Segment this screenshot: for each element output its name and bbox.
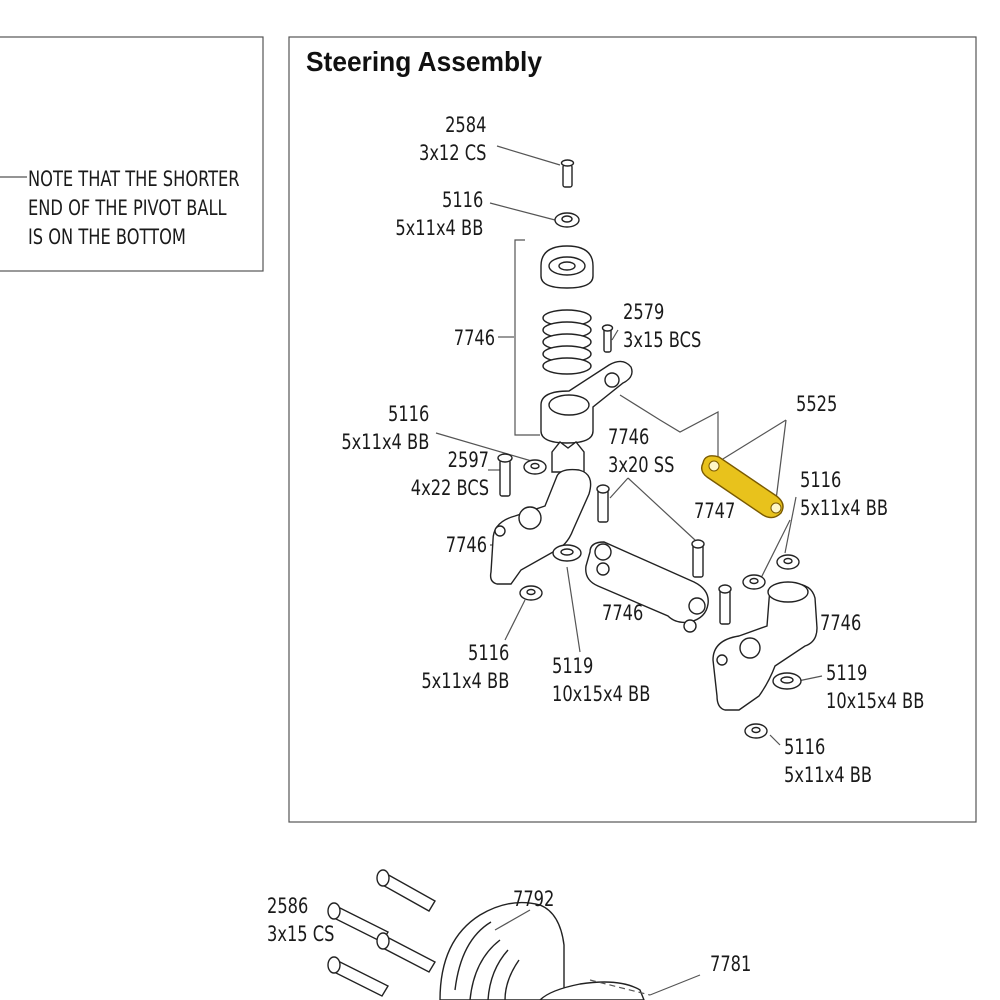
callout-7747: 7747 — [694, 497, 735, 525]
callout-2579: 2579 3x15 BCS — [623, 298, 701, 354]
part-number: 7792 — [513, 887, 555, 911]
part-spec: 10x15x4 BB — [552, 682, 651, 706]
callout-7746-spring: 7746 — [454, 324, 495, 352]
part-number: 7746 — [820, 611, 862, 635]
callout-5525: 5525 — [796, 390, 837, 418]
part-spec: 5x11x4 BB — [420, 669, 509, 693]
part-number: 7747 — [694, 499, 736, 523]
callout-7746-right-knuckle: 7746 — [820, 609, 861, 637]
callout-5116-left: 5116 5x11x4 BB — [341, 400, 429, 456]
callout-7792: 7792 — [513, 885, 554, 913]
part-spec: 3x20 SS — [608, 453, 675, 477]
callout-5116-top: 5116 5x11x4 BB — [395, 186, 483, 242]
part-number: 7746 — [445, 533, 487, 557]
callout-5119-middle: 5119 10x15x4 BB — [552, 652, 650, 708]
part-number: 5119 — [826, 661, 868, 685]
part-spec: 5x11x4 BB — [784, 763, 873, 787]
note-line-2: END OF THE PIVOT BALL — [28, 196, 227, 220]
part-spec: 5x11x4 BB — [394, 216, 483, 240]
part-number: 7746 — [608, 425, 650, 449]
part-number: 5116 — [784, 735, 826, 759]
part-spec: 10x15x4 BB — [826, 689, 925, 713]
part-spec: 3x15 CS — [267, 922, 335, 946]
part-number: 7781 — [710, 952, 752, 976]
part-spec: 5x11x4 BB — [340, 430, 429, 454]
callout-2586: 2586 3x15 CS — [267, 892, 334, 948]
part-number: 2579 — [623, 300, 665, 324]
note-line-3: IS ON THE BOTTOM — [28, 225, 186, 249]
part-spec: 3x15 BCS — [623, 328, 702, 352]
part-number: 2597 — [447, 448, 489, 472]
part-number: 7746 — [453, 326, 495, 350]
part-number: 5119 — [552, 654, 594, 678]
note-panel-frame — [0, 36, 264, 272]
callout-7781: 7781 — [710, 950, 751, 978]
callout-2597: 2597 4x22 BCS — [411, 446, 489, 502]
steering-assembly-title: Steering Assembly — [306, 46, 542, 77]
part-number: 5116 — [467, 641, 509, 665]
pivot-ball-note: NOTE THAT THE SHORTER END OF THE PIVOT B… — [28, 165, 240, 252]
highlighted-part-7747 — [700, 455, 784, 519]
part-number: 2584 — [444, 113, 486, 137]
part-number: 5116 — [441, 188, 483, 212]
part-spec: 5x11x4 BB — [800, 496, 889, 520]
callout-5116-right: 5116 5x11x4 BB — [800, 466, 888, 522]
callout-7746-left-knuckle: 7746 — [446, 531, 487, 559]
steering-panel-frame — [288, 36, 977, 823]
part-number: 5525 — [796, 392, 838, 416]
part-number: 2586 — [267, 894, 309, 918]
callout-7746-3x20ss: 7746 3x20 SS — [608, 423, 674, 479]
note-line-1: NOTE THAT THE SHORTER — [28, 167, 240, 191]
part-spec: 3x12 CS — [418, 141, 486, 165]
callout-5116-bottom-right: 5116 5x11x4 BB — [784, 733, 872, 789]
callout-2584: 2584 3x12 CS — [419, 111, 486, 167]
part-number: 5116 — [800, 468, 842, 492]
callout-5116-bottom-left: 5116 5x11x4 BB — [421, 639, 509, 695]
part-number: 7746 — [602, 601, 644, 625]
part-number: 5116 — [387, 402, 429, 426]
part-spec: 4x22 BCS — [410, 476, 489, 500]
callout-7746-drag-link: 7746 — [602, 599, 643, 627]
callout-5119-right: 5119 10x15x4 BB — [826, 659, 924, 715]
